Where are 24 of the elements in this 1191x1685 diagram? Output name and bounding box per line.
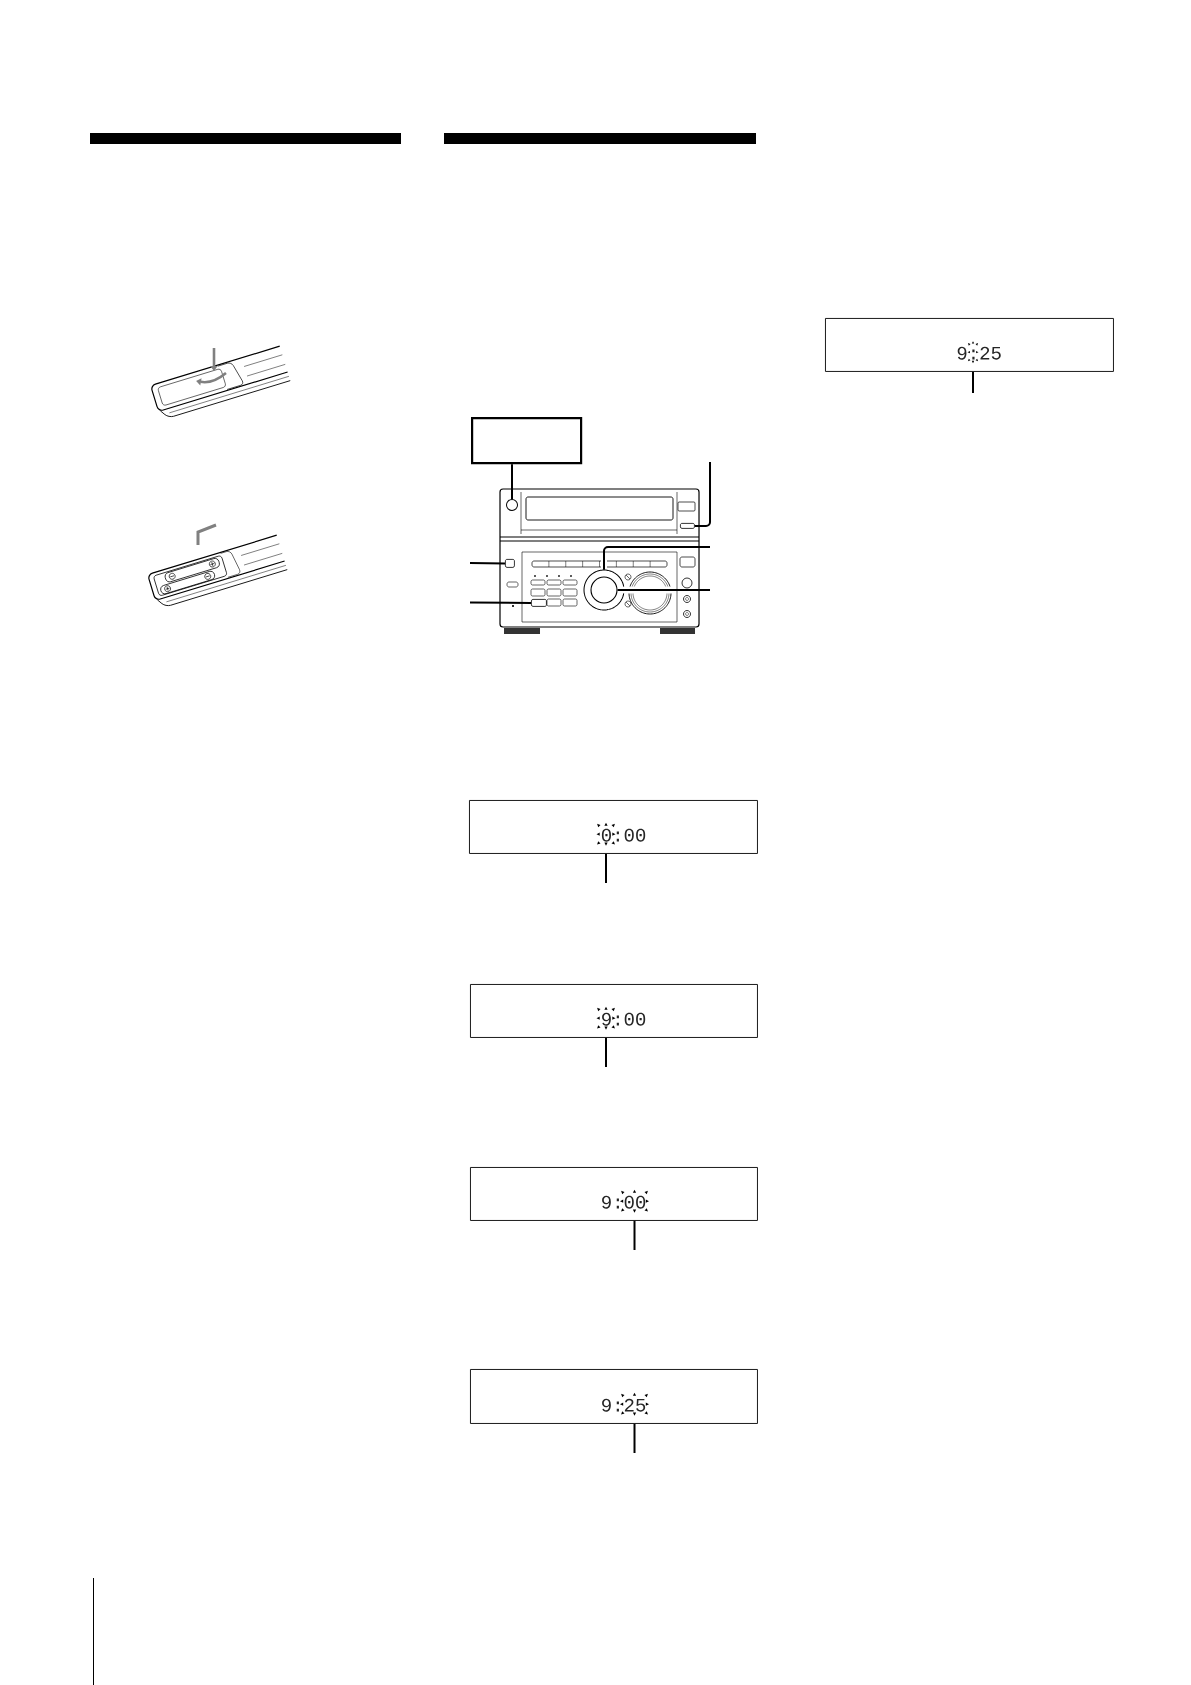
leader-line — [633, 1422, 636, 1454]
display-panel: 0:00 — [469, 800, 758, 854]
dial-knob — [590, 576, 618, 604]
display-panel: 9:25 — [470, 1369, 758, 1424]
leader-line — [469, 601, 532, 604]
leader-line — [511, 463, 513, 500]
leader-line — [633, 1219, 636, 1251]
button — [680, 523, 695, 529]
leader-line — [605, 1036, 607, 1068]
leader-line — [605, 852, 607, 884]
leader-line — [603, 546, 711, 571]
power-knob — [506, 499, 518, 511]
leader-line — [972, 370, 974, 394]
display-panel: 9:00 — [470, 984, 758, 1038]
stereo-system-drawing — [499, 488, 700, 634]
leader-line — [693, 461, 711, 527]
leader-line — [616, 589, 711, 591]
leader-line — [469, 562, 506, 565]
display-panel: 9:25 — [825, 318, 1114, 372]
display-panel: 9:00 — [470, 1167, 758, 1221]
button — [505, 559, 515, 568]
callout-box — [471, 417, 583, 465]
button — [531, 599, 547, 607]
jog-dial — [583, 569, 625, 611]
